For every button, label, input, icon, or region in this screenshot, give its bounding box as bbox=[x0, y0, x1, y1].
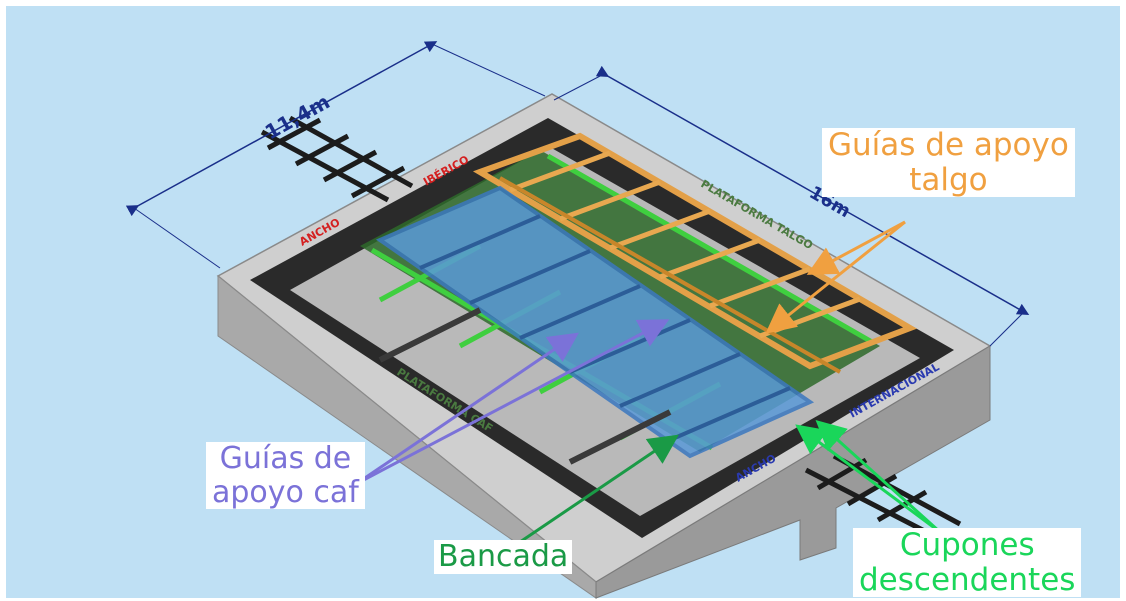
caf-guides-label: Guías de apoyo caf bbox=[206, 441, 365, 510]
cupones-label: Cupones descendentes bbox=[853, 527, 1082, 598]
caf-arrows bbox=[355, 319, 670, 486]
bancada-arrow bbox=[519, 434, 679, 544]
bancada-label: Bancada bbox=[434, 540, 573, 574]
platform-front-right-face bbox=[595, 345, 991, 599]
cupones-label-line1: Cupones bbox=[899, 527, 1035, 563]
talgo-arrows bbox=[765, 220, 906, 334]
talgo-guides-label: Guías de apoyo talgo bbox=[822, 127, 1075, 198]
caf-guides bbox=[375, 185, 815, 459]
talgo-guides-label-line2: talgo bbox=[909, 161, 988, 198]
ramps bbox=[378, 307, 672, 465]
caf-guides-label-line1: Guías de bbox=[219, 441, 352, 476]
talgo-guides-label-line1: Guías de apoyo bbox=[828, 127, 1069, 163]
caf-guides-label-line2: apoyo caf bbox=[212, 474, 359, 510]
cupones-arrows bbox=[795, 419, 942, 534]
caf-rungs bbox=[419, 214, 791, 442]
cupones-label-line2: descendentes bbox=[859, 561, 1076, 598]
